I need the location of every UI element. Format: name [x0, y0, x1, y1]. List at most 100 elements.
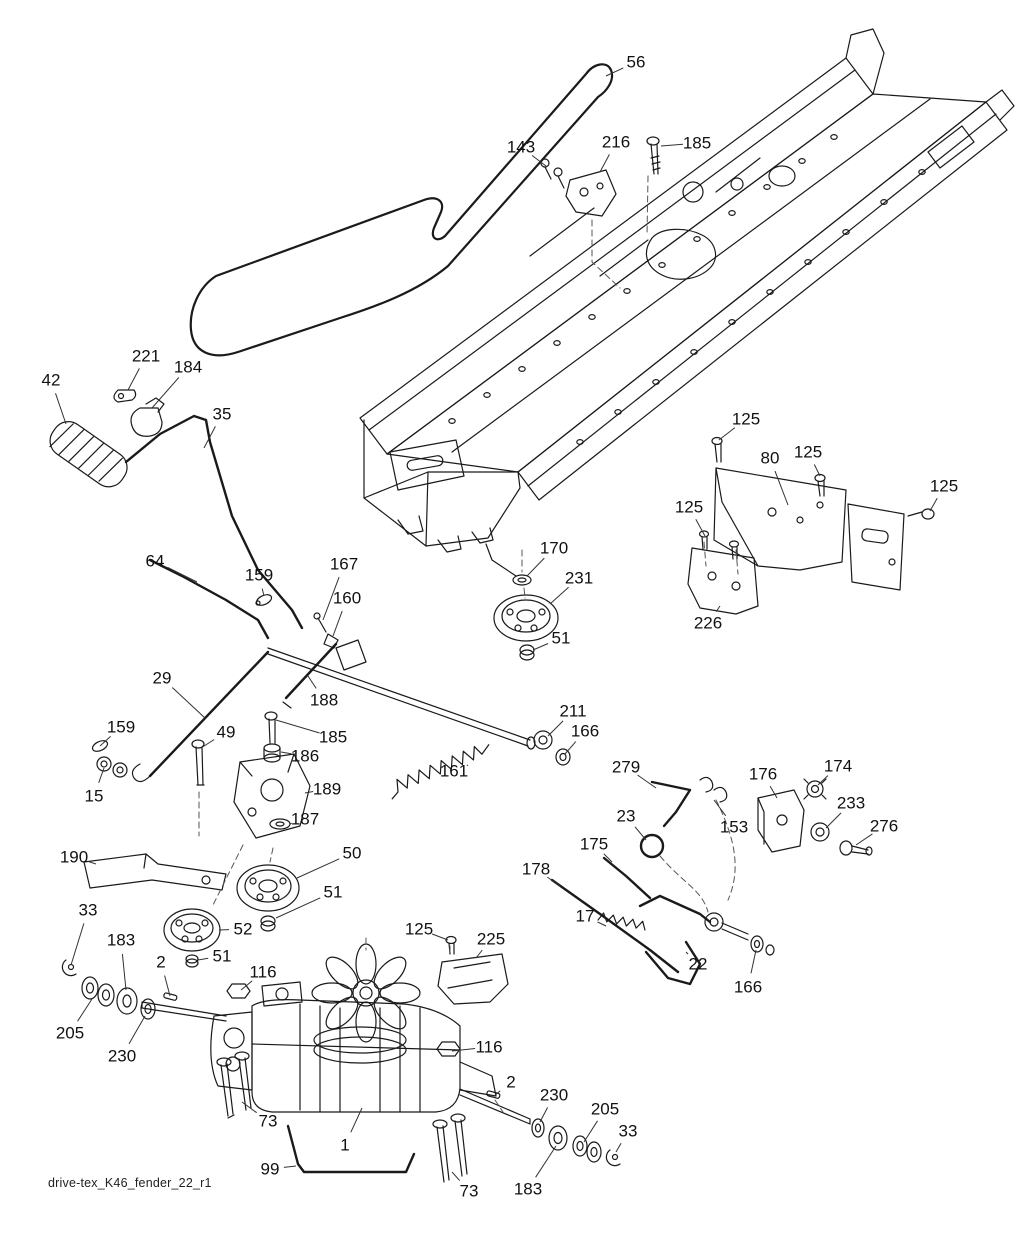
brake-linkage-group: [550, 776, 873, 986]
leader-line-15: [98, 767, 105, 783]
part-label-42: 42: [41, 370, 61, 390]
leader-line-42: [55, 393, 67, 425]
leader-line-187: [289, 822, 292, 825]
leader-line-230: [539, 1107, 549, 1123]
part-label-153: 153: [719, 817, 749, 837]
part-label-73: 73: [258, 1111, 278, 1131]
frame-holes: [448, 134, 926, 446]
part-label-226: 226: [693, 613, 723, 633]
leader-line-22: [685, 951, 689, 955]
part-label-161: 161: [439, 761, 469, 781]
part-label-160: 160: [332, 588, 362, 608]
part-label-205: 205: [590, 1099, 620, 1119]
leader-line-221: [127, 368, 140, 391]
part-label-276: 276: [869, 816, 899, 836]
leader-line-153: [713, 799, 727, 817]
part-label-159: 159: [244, 565, 274, 585]
leader-line-56: [605, 67, 624, 77]
part-label-29: 29: [152, 668, 172, 688]
part-label-216: 216: [601, 132, 631, 152]
idler-pulley-231: [485, 543, 559, 661]
part-label-279: 279: [611, 757, 641, 777]
leader-line-33: [70, 923, 85, 966]
construction-lines: [198, 175, 739, 1113]
leader-line-64: [167, 566, 198, 583]
part-label-64: 64: [145, 551, 165, 571]
leader-line-49: [200, 739, 215, 749]
leader-line-166: [750, 949, 757, 974]
part-label-170: 170: [539, 538, 569, 558]
part-label-167: 167: [329, 554, 359, 574]
part-label-185: 185: [318, 727, 348, 747]
leader-line-190: [87, 860, 97, 865]
part-label-51: 51: [551, 628, 571, 648]
leader-line-2: [164, 975, 171, 997]
bracket-80-group: [687, 436, 935, 615]
leader-line-51: [275, 897, 321, 919]
leader-line-99: [283, 1165, 297, 1168]
leader-line-125: [813, 464, 821, 477]
leader-line-211: [547, 720, 564, 737]
bracket-216-group: [540, 136, 661, 217]
leader-line-160: [332, 610, 343, 637]
drive-belt: [189, 63, 614, 357]
part-label-166: 166: [570, 721, 600, 741]
part-label-211: 211: [559, 701, 587, 721]
pulley-52: [163, 908, 221, 968]
axle-hardware-left: [61, 959, 251, 1020]
axle-hardware-right: [436, 1041, 621, 1167]
chassis-frame: [359, 28, 1015, 553]
part-label-80: 80: [760, 448, 780, 468]
part-label-176: 176: [748, 764, 778, 784]
part-label-51: 51: [212, 946, 232, 966]
part-label-52: 52: [233, 919, 253, 939]
part-label-125: 125: [404, 919, 434, 939]
leader-line-125: [718, 427, 736, 441]
part-label-205: 205: [55, 1023, 85, 1043]
part-label-125: 125: [793, 442, 823, 462]
part-label-50: 50: [342, 843, 362, 863]
part-label-187: 187: [290, 809, 320, 829]
part-label-35: 35: [212, 404, 232, 424]
leader-line-80: [774, 470, 789, 506]
leader-line-166: [564, 741, 577, 755]
part-label-17: 17: [575, 906, 595, 926]
leader-line-225: [475, 949, 483, 959]
leader-line-174: [817, 775, 829, 786]
leader-line-167: [322, 576, 340, 621]
drawing-filename: drive-tex_K46_fender_22_r1: [48, 1176, 212, 1190]
part-label-183: 183: [513, 1179, 543, 1199]
part-label-15: 15: [84, 786, 104, 806]
leader-line-230: [128, 1015, 146, 1045]
leader-line-178: [547, 876, 561, 887]
part-label-99: 99: [260, 1159, 280, 1179]
part-label-174: 174: [823, 756, 853, 776]
linkage-group: [131, 594, 571, 783]
part-label-183: 183: [106, 930, 136, 950]
part-label-1: 1: [340, 1135, 350, 1155]
leader-line-161: [466, 764, 469, 766]
leader-line-17: [597, 921, 607, 927]
leader-line-189: [304, 791, 314, 794]
leader-line-185: [660, 143, 684, 147]
part-label-51: 51: [323, 882, 343, 902]
leader-line-50: [296, 858, 340, 879]
leader-line-183: [535, 1145, 557, 1178]
leader-line-125: [695, 519, 706, 537]
shift-lever-group: [49, 389, 304, 640]
spring-161: [391, 744, 490, 800]
leader-line-116: [451, 1048, 476, 1052]
leader-line-23: [634, 826, 647, 841]
leader-line-159: [261, 588, 265, 597]
leader-line-170: [526, 557, 545, 577]
leader-line-35: [203, 426, 216, 449]
part-label-33: 33: [618, 1121, 638, 1141]
pulley-50: [236, 864, 300, 932]
leader-line-33: [615, 1142, 622, 1153]
leader-line-183: [121, 953, 127, 991]
leader-line-73: [241, 1101, 257, 1114]
part-label-186: 186: [290, 746, 320, 766]
leader-line-175: [603, 853, 613, 863]
